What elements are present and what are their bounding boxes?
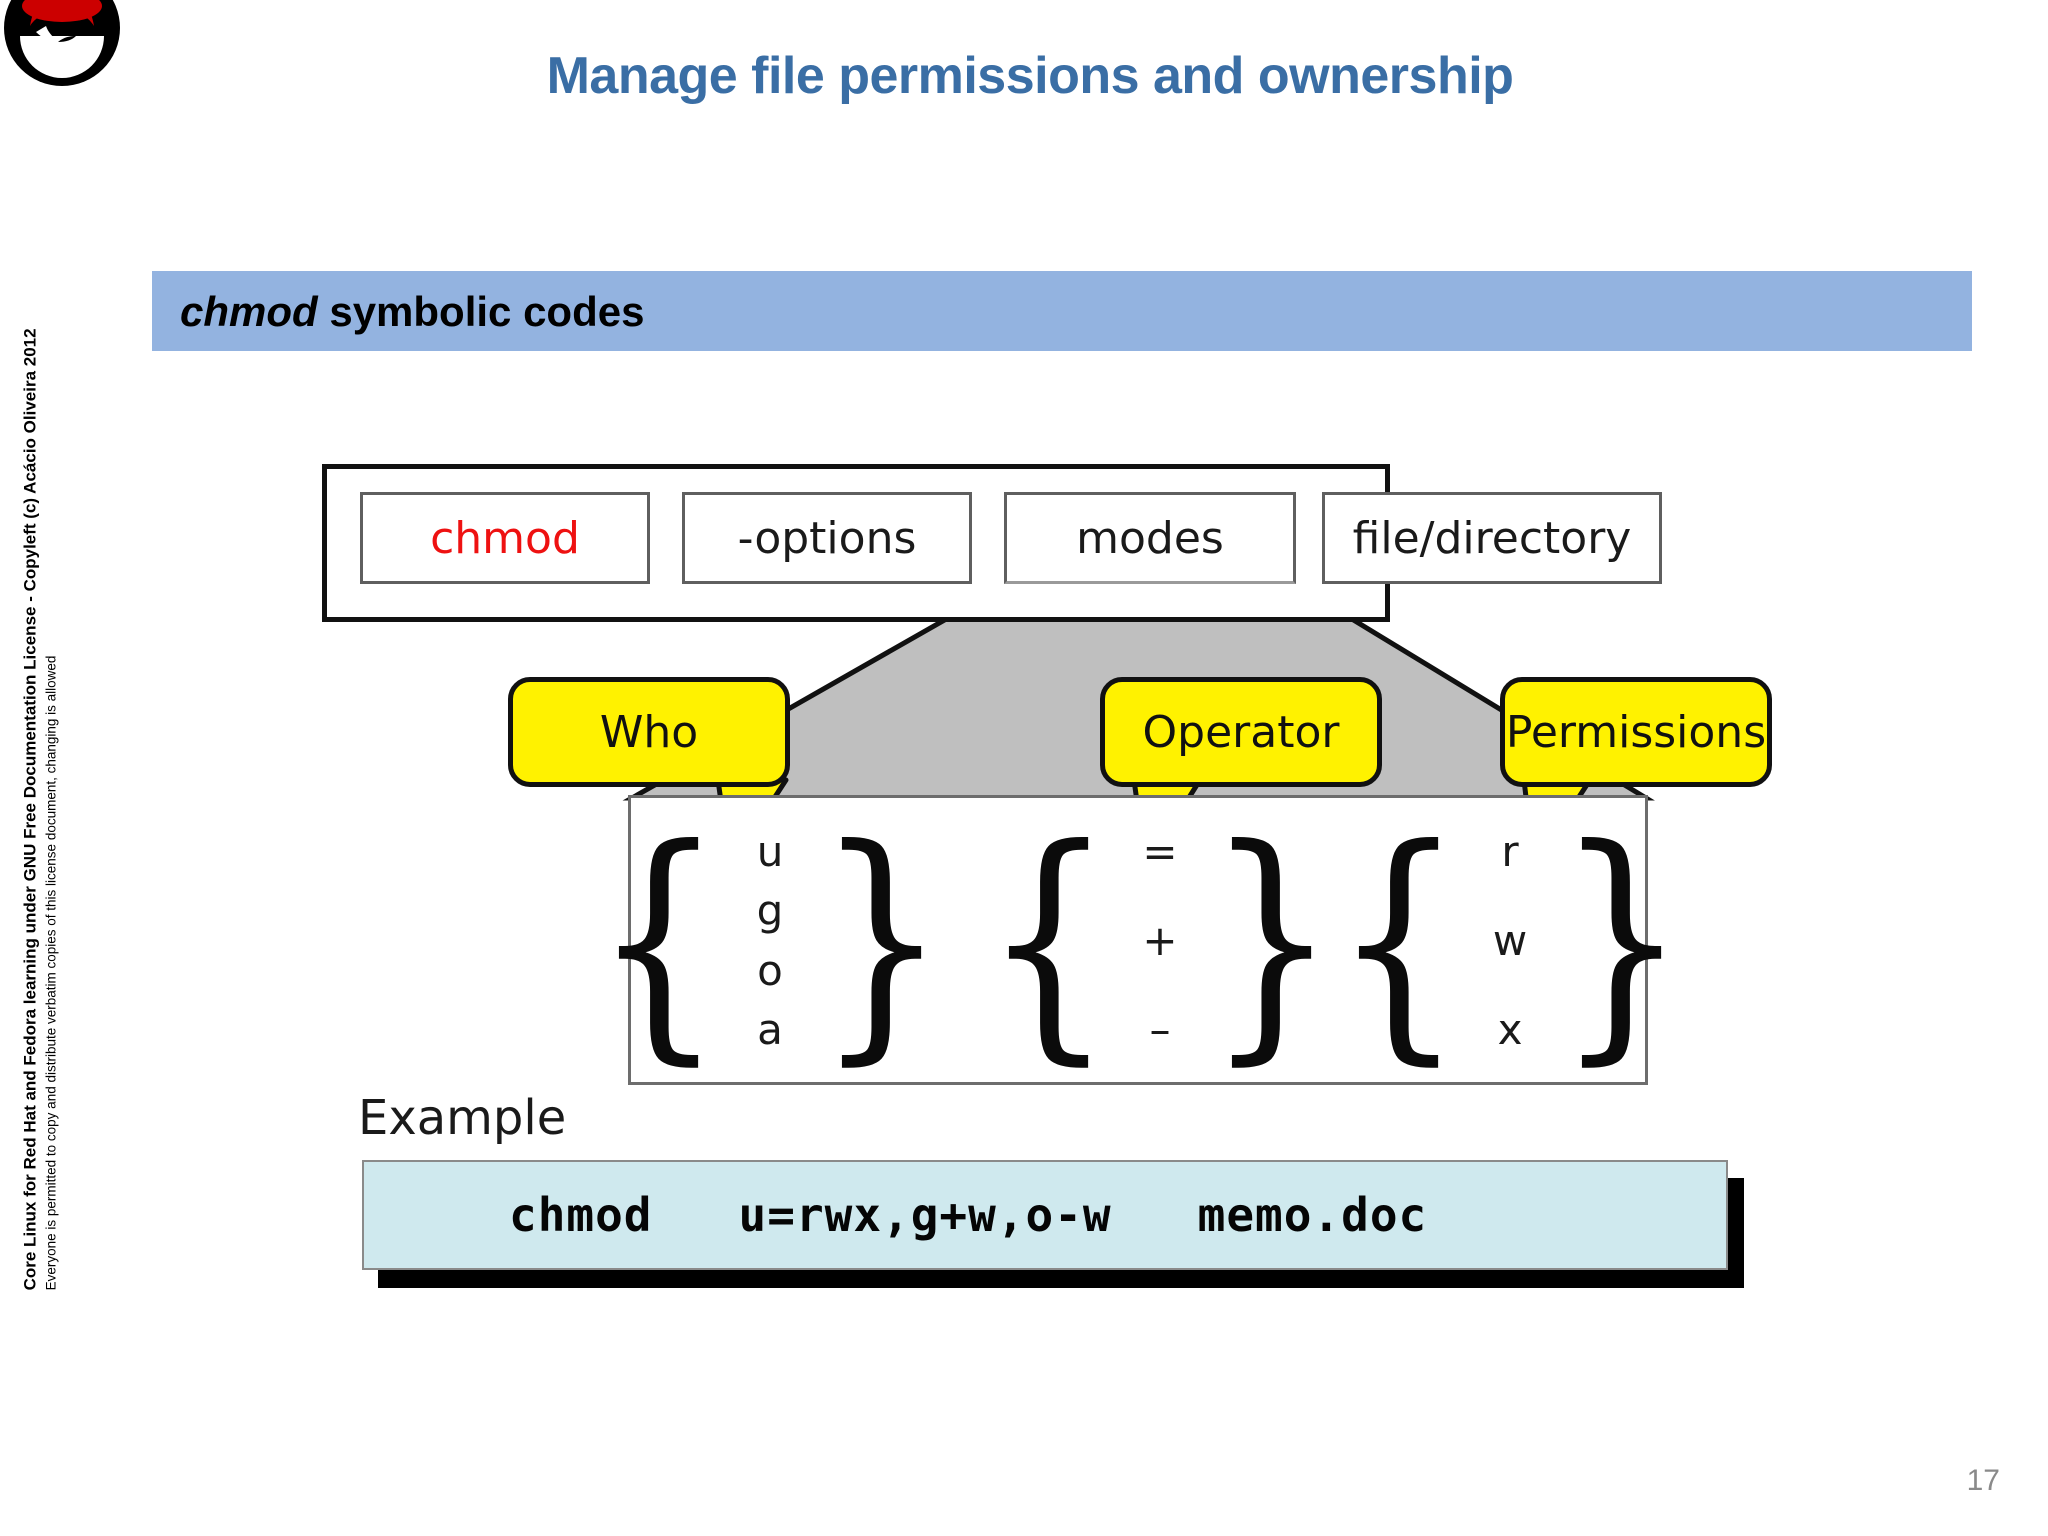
operator-value-plus: + bbox=[1142, 916, 1178, 965]
license-line-sub: Everyone is permitted to copy and distri… bbox=[43, 655, 59, 1291]
permissions-value-w: w bbox=[1492, 916, 1528, 965]
permissions-brace-group: { r w x } bbox=[1333, 812, 1686, 1070]
brace-open-icon: { bbox=[1333, 795, 1464, 1086]
red-hat-shadowman-logo bbox=[0, 0, 124, 90]
example-label: Example bbox=[358, 1090, 567, 1146]
syntax-box-chmod: chmod bbox=[360, 492, 650, 584]
permissions-values: r w x bbox=[1488, 831, 1532, 1051]
callout-operator: Operator bbox=[1100, 677, 1382, 787]
syntax-box-modes: modes bbox=[1004, 492, 1296, 584]
operator-value-equals: = bbox=[1142, 827, 1178, 876]
license-line-main: Core Linux for Red Hat and Fedora learni… bbox=[20, 328, 40, 1291]
brace-open-icon: { bbox=[593, 795, 724, 1086]
permissions-value-r: r bbox=[1501, 827, 1519, 876]
modes-detail-panel bbox=[628, 795, 1648, 1085]
page-number: 17 bbox=[1966, 1464, 2000, 1497]
brace-close-icon: } bbox=[1556, 795, 1687, 1086]
syntax-box-modes-label: modes bbox=[1076, 512, 1224, 564]
callout-who-label: Who bbox=[599, 706, 699, 758]
operator-value-minus: – bbox=[1149, 1005, 1171, 1054]
brace-close-icon: } bbox=[1206, 795, 1337, 1086]
who-value-o: o bbox=[757, 945, 783, 995]
who-values: u g o a bbox=[748, 831, 792, 1051]
who-brace-group: { u g o a } bbox=[593, 812, 946, 1070]
who-value-u: u bbox=[756, 827, 784, 876]
section-banner-rest: symbolic codes bbox=[317, 288, 645, 335]
operator-brace-group: { = + – } bbox=[983, 812, 1336, 1070]
callout-permissions: Permissions bbox=[1500, 677, 1772, 787]
syntax-box-file-directory: file/directory bbox=[1322, 492, 1662, 584]
callout-operator-label: Operator bbox=[1142, 706, 1340, 758]
section-banner: chmod symbolic codes bbox=[152, 271, 1972, 351]
callout-permissions-label: Permissions bbox=[1505, 706, 1767, 758]
who-value-g: g bbox=[756, 886, 784, 936]
callout-who: Who bbox=[508, 677, 790, 787]
operator-values: = + – bbox=[1138, 831, 1182, 1051]
example-command-text: chmod u=rwx,g+w,o-w memo.doc bbox=[509, 1188, 1428, 1242]
license-sidebar: Core Linux for Red Hat and Fedora learni… bbox=[20, 270, 61, 1290]
who-value-a: a bbox=[757, 1004, 783, 1054]
page-title: Manage file permissions and ownership bbox=[546, 47, 1514, 105]
brace-close-icon: } bbox=[816, 795, 947, 1086]
section-banner-label: chmod symbolic codes bbox=[180, 288, 644, 336]
syntax-box-chmod-label: chmod bbox=[430, 512, 580, 564]
syntax-box-file-directory-label: file/directory bbox=[1352, 512, 1632, 564]
section-banner-emphasis: chmod bbox=[180, 288, 318, 335]
syntax-box-options-label: -options bbox=[737, 512, 917, 564]
syntax-box-options: -options bbox=[682, 492, 972, 584]
example-command-box: chmod u=rwx,g+w,o-w memo.doc bbox=[362, 1160, 1728, 1270]
brace-open-icon: { bbox=[983, 795, 1114, 1086]
permissions-value-x: x bbox=[1497, 1005, 1523, 1054]
